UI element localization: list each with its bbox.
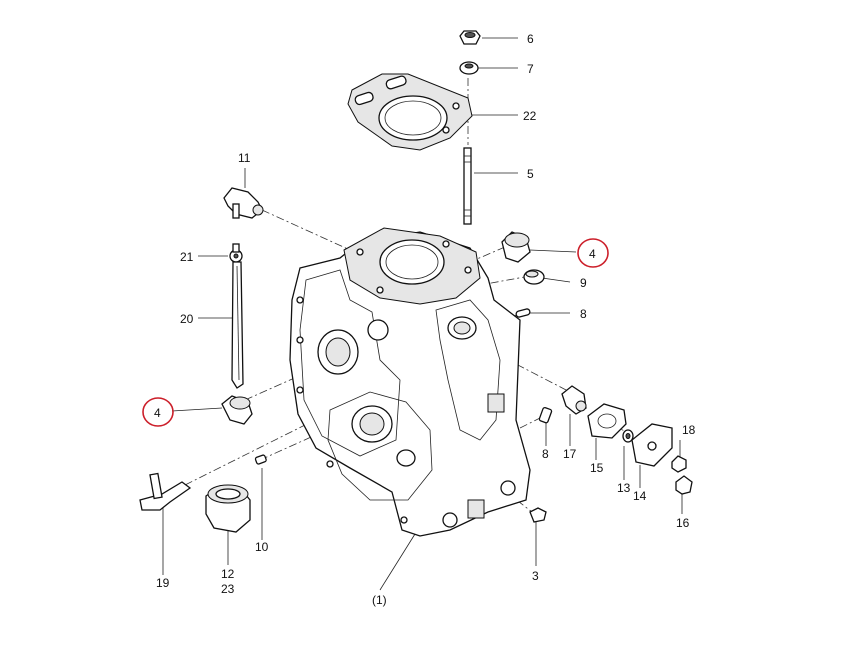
label-p14: 14 [633, 489, 647, 503]
part-number-labels: 6 7 22 5 11 21 20 4 9 8 4 8 17 15 13 14 … [154, 32, 696, 607]
part-20-pipe [231, 261, 244, 389]
label-body: (1) [372, 593, 387, 607]
part-12-bushing [205, 484, 251, 533]
label-p16: 16 [676, 516, 690, 530]
label-p19: 19 [156, 576, 170, 590]
label-p8-right: 8 [580, 307, 587, 321]
part-5-stud [463, 147, 472, 225]
label-p21: 21 [180, 250, 194, 264]
label-p17: 17 [563, 447, 577, 461]
label-p18: 18 [682, 423, 696, 437]
part-10-pin [254, 454, 267, 465]
part-19-tee [139, 472, 192, 511]
label-p6: 6 [527, 32, 534, 46]
label-p15: 15 [590, 461, 604, 475]
part-16-bolt [675, 475, 693, 495]
part-21-fitting [229, 243, 243, 263]
label-p23: 23 [221, 582, 235, 596]
part-8-pin-lower [538, 406, 553, 424]
label-p7: 7 [527, 62, 534, 76]
part-14-cover [631, 423, 673, 467]
highlight-circle-left [142, 397, 174, 427]
part-4-plug-right [501, 231, 531, 263]
part-13-washer [622, 429, 634, 443]
label-p10: 10 [255, 540, 269, 554]
highlight-circle-right [577, 238, 609, 268]
part-4-sleeve-left [221, 395, 253, 425]
part-11-fitting [223, 187, 264, 219]
part-17-fitting [561, 385, 587, 415]
part-22-head-gasket [347, 73, 473, 151]
label-p8-lower: 8 [542, 447, 549, 461]
part-15-gasket [587, 403, 627, 439]
label-p22: 22 [523, 109, 537, 123]
label-p3: 3 [532, 569, 539, 583]
part-9-cap [523, 269, 545, 285]
label-p4-left: 4 [154, 406, 161, 420]
part-6-nut [459, 30, 481, 45]
label-p11: 11 [238, 151, 251, 165]
label-p4-right: 4 [589, 247, 596, 261]
label-p5: 5 [527, 167, 534, 181]
part-3-plug [529, 507, 547, 523]
part-18-nut [671, 455, 687, 473]
part-1-crankcase [289, 227, 531, 537]
part-8-pin-right [515, 308, 531, 318]
part-7-washer [459, 61, 479, 75]
label-p12: 12 [221, 567, 235, 581]
label-p9: 9 [580, 276, 587, 290]
leader-lines [162, 37, 683, 591]
label-p13: 13 [617, 481, 631, 495]
label-p20: 20 [180, 312, 194, 326]
